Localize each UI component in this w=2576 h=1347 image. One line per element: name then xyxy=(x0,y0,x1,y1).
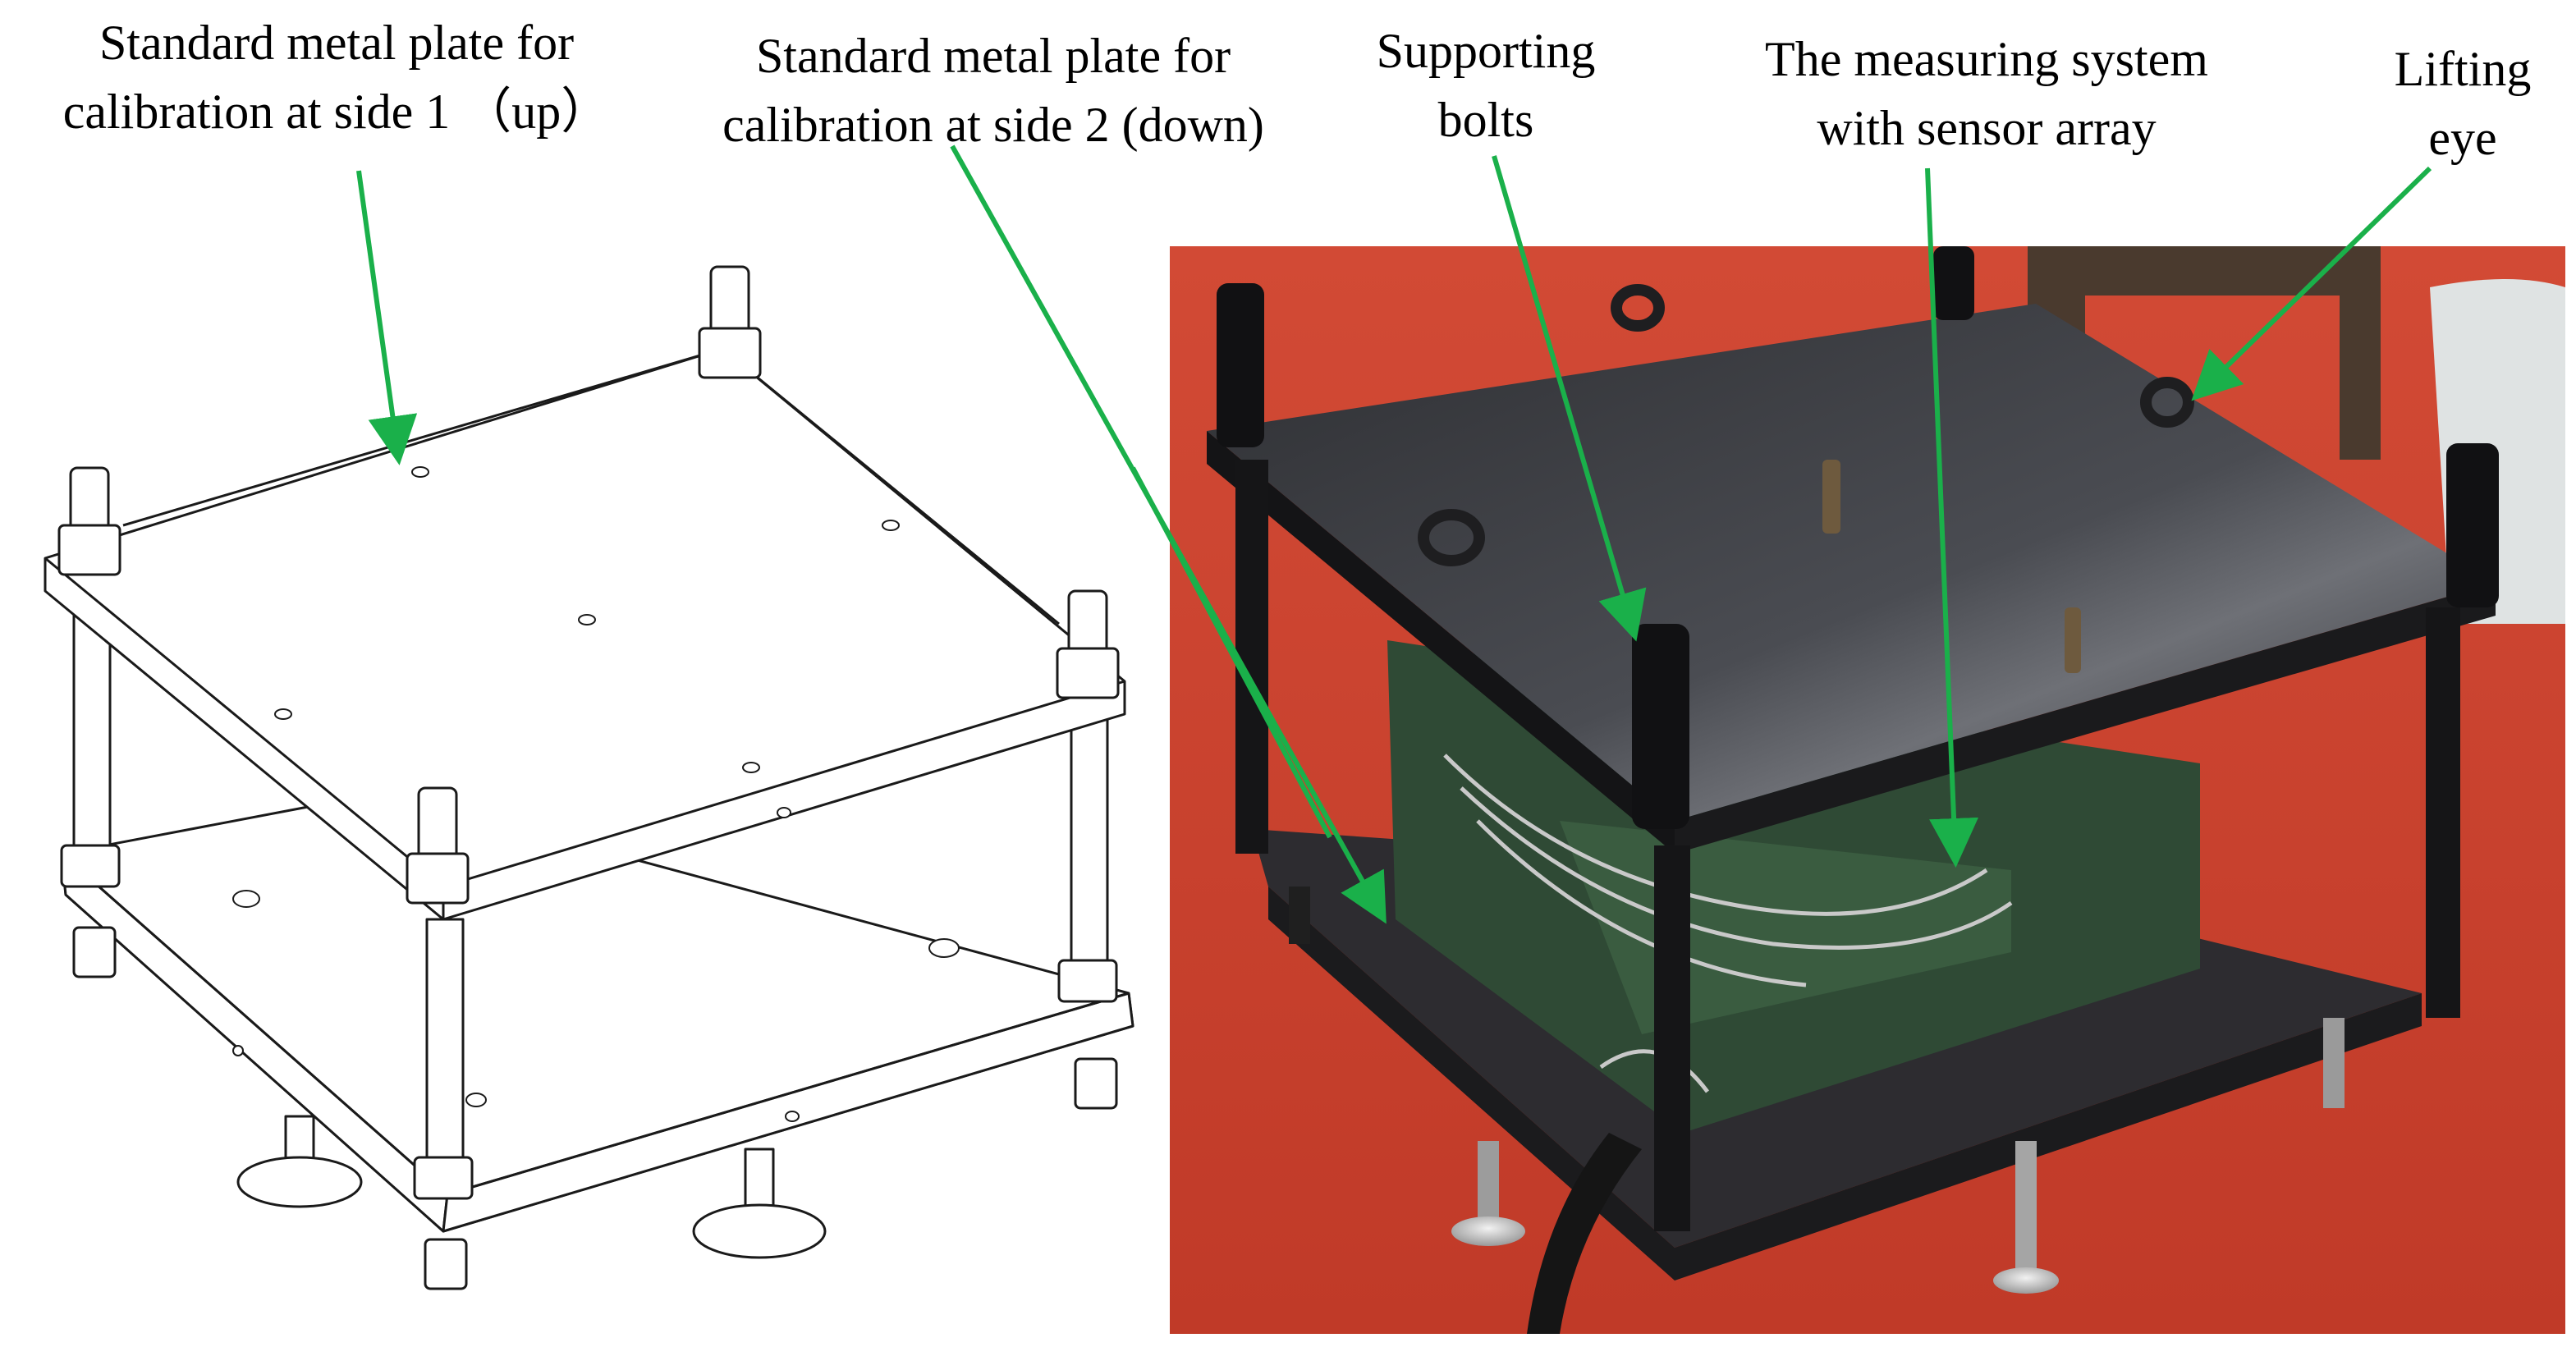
label-measuring: The measuring system with sensor array xyxy=(1699,25,2274,163)
photo-lifting-eyes xyxy=(1418,284,2194,566)
label-plate-up-line2: calibration at side 1 （up） xyxy=(62,85,611,139)
arrow-plate-down-extension xyxy=(1130,466,1332,839)
label-bolts: Supporting bolts xyxy=(1346,16,1625,154)
photo-rods xyxy=(1235,460,2460,1231)
line-drawing xyxy=(44,265,1134,1290)
label-plate-down: Standard metal plate for calibration at … xyxy=(657,21,1330,159)
label-plate-down-line1: Standard metal plate for xyxy=(755,29,1231,83)
feet-drawing xyxy=(236,1115,827,1259)
arrows xyxy=(356,144,2432,924)
upper-plate-drawing xyxy=(44,347,1126,921)
label-measuring-line2: with sensor array xyxy=(1817,101,2157,155)
lower-nuts-drawing xyxy=(60,844,1118,1290)
label-bolts-line1: Supporting xyxy=(1376,24,1596,78)
label-bolts-line2: bolts xyxy=(1437,93,1534,147)
arrow-measuring xyxy=(1925,167,1979,868)
label-measuring-line1: The measuring system xyxy=(1765,32,2208,86)
holes-drawing xyxy=(232,466,960,1122)
label-plate-up-line1: Standard metal plate for xyxy=(99,16,575,70)
photo-main-cable xyxy=(1527,1133,1642,1334)
photo-center-fixture xyxy=(1822,460,2081,673)
photo-cables xyxy=(1443,754,2013,1093)
photo xyxy=(1170,246,2565,1334)
arrow-lifting xyxy=(2191,166,2432,401)
label-lifting: Lifting eye xyxy=(2364,34,2561,172)
label-lifting-line2: eye xyxy=(2428,111,2497,165)
top-bolts-drawing xyxy=(57,265,1120,905)
photo-upper-plate xyxy=(1207,304,2496,821)
photo-supporting-bolts xyxy=(1217,246,2499,829)
label-lifting-line1: Lifting xyxy=(2394,42,2532,96)
arrow-bolts xyxy=(1492,155,1647,642)
photo-feet xyxy=(1289,887,2345,1294)
label-plate-up: Standard metal plate for calibration at … xyxy=(25,8,649,146)
arrow-plate-up xyxy=(356,170,418,465)
background-frame xyxy=(2028,246,2381,460)
label-plate-down-line2: calibration at side 2 (down) xyxy=(722,98,1264,152)
lower-plate-drawing xyxy=(60,790,1134,1233)
